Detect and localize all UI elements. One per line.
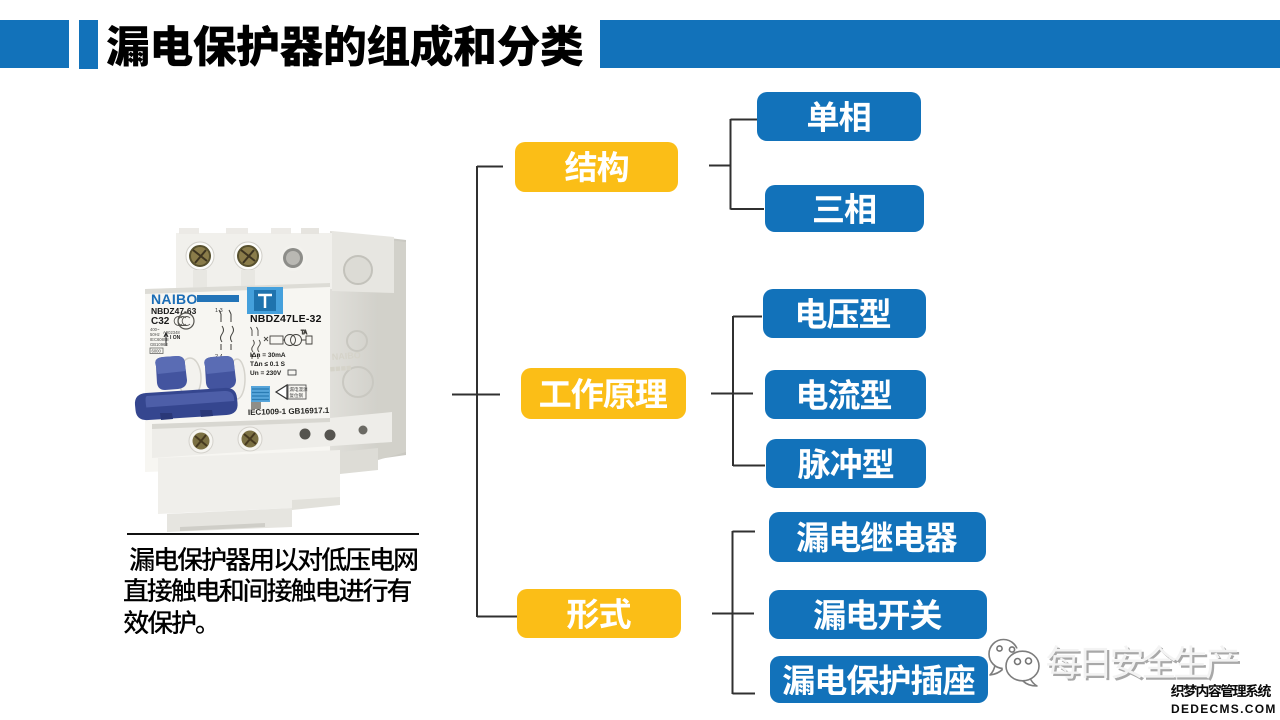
- svg-text:IEC1009-1 GB16917.1: IEC1009-1 GB16917.1: [248, 406, 330, 417]
- svg-text:NAIBO: NAIBO: [151, 291, 198, 307]
- svg-text:50Hz: 50Hz: [150, 332, 160, 337]
- svg-text:6000: 6000: [152, 349, 162, 354]
- svg-text:IΔn = 30mA: IΔn = 30mA: [250, 352, 286, 359]
- svg-text:C32: C32: [151, 316, 170, 327]
- svg-text:复位钢: 复位钢: [290, 392, 304, 399]
- svg-text:NBDZ47-63: NBDZ47-63: [151, 306, 197, 316]
- svg-text:Un = 230V: Un = 230V: [250, 370, 282, 377]
- svg-text:GB10963: GB10963: [150, 342, 168, 347]
- svg-text:TA: TA: [301, 330, 308, 336]
- svg-text:■■■■: ■■■■: [329, 363, 351, 374]
- svg-text:A902348: A902348: [163, 330, 180, 335]
- svg-text:1 3: 1 3: [215, 308, 223, 314]
- svg-text:NAIBO: NAIBO: [331, 350, 361, 362]
- svg-text:400~: 400~: [150, 327, 160, 332]
- svg-text:漏电漫源: 漏电漫源: [290, 386, 308, 393]
- svg-text:I ON: I ON: [170, 335, 181, 341]
- svg-text:TΔn ≤ 0.1 S: TΔn ≤ 0.1 S: [250, 361, 286, 368]
- svg-text:NBDZ47LE-32: NBDZ47LE-32: [250, 313, 322, 325]
- svg-text:IEC60898: IEC60898: [150, 337, 169, 342]
